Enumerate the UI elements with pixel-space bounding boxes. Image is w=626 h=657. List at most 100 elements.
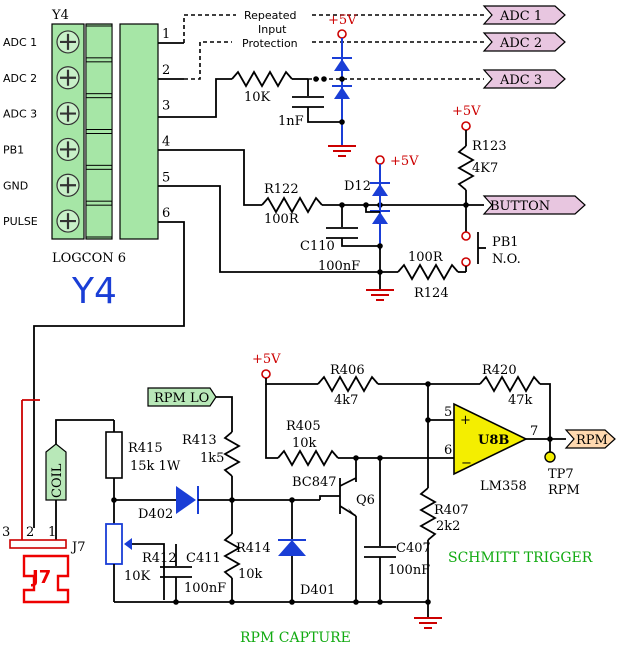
j7-pin2: 2 [26, 525, 34, 540]
r413-value: 1k5 [200, 451, 224, 466]
note-line1: Repeated [244, 9, 296, 22]
section-schmitt: SCHMITT TRIGGER [448, 550, 593, 566]
r414-label: R414 [236, 541, 271, 556]
c110-label: C110 [300, 239, 335, 254]
connector-pin-number: 5 [162, 170, 170, 185]
connector-pin-number: 6 [162, 206, 170, 221]
adc-ports: ADC 1 ADC 2 ADC 3 [482, 5, 566, 89]
j7-label: J7 [70, 540, 85, 555]
connector-pin-number: 3 [162, 99, 170, 114]
c407-label: C407 [396, 541, 431, 556]
screw-slot [60, 69, 76, 86]
c411-label: C411 [186, 551, 221, 566]
screw-slot [60, 141, 76, 158]
screw-slot [60, 213, 76, 230]
q6-label: Q6 [356, 493, 375, 508]
supply-5v-schmitt: +5V [252, 352, 281, 367]
port-button: BUTTON [490, 199, 550, 214]
opamp-minus: − [461, 456, 472, 471]
screw-slot [60, 33, 76, 50]
connector-pin-cell [85, 25, 113, 59]
port-adc3: ADC 3 [499, 73, 542, 88]
port-adc1: ADC 1 [499, 9, 542, 24]
r413-label: R413 [182, 433, 217, 448]
connector-pin-number: 4 [162, 134, 170, 149]
transistor-q6: BC847 Q6 [292, 458, 375, 602]
r406-label: R406 [330, 363, 365, 378]
r122-label: R122 [264, 182, 299, 197]
connector-pin-label: GND [3, 179, 28, 192]
r124-value: 100R [408, 250, 444, 265]
port-rpm: RPM [576, 433, 608, 448]
pulse-wire [33, 221, 185, 528]
connector-pin-cell [85, 168, 113, 202]
pin6-label: 6 [444, 443, 452, 458]
connector-ref: Y4 [51, 8, 69, 23]
d12-label: D12 [344, 179, 371, 194]
connector-big-label: Y4 [71, 271, 117, 312]
j7-connector: COIL 3 2 1 J7 J7 [2, 399, 85, 604]
r122-value: 100R [264, 212, 300, 227]
r123-value: 4K7 [472, 161, 498, 176]
r407-label: R407 [434, 503, 469, 518]
connector-pin-number: 1 [162, 27, 170, 42]
connector-name: LOGCON 6 [52, 251, 126, 266]
screw-slot [60, 105, 76, 122]
connector-pin-label: ADC 3 [3, 108, 37, 121]
r415-value: 15k 1W [130, 459, 181, 474]
r-10k-label: 10K [244, 90, 271, 105]
r414-value: 10k [238, 567, 263, 582]
supply-5v-d12: +5V [390, 154, 419, 169]
r407-value: 2k2 [436, 519, 460, 534]
top-wiring: 10K 1nF [158, 14, 484, 129]
connector-pin-label: PB1 [3, 143, 24, 156]
port-coil: COIL [50, 463, 65, 498]
pin7-label: 7 [530, 424, 538, 439]
connector-pin-cell [85, 133, 113, 166]
j7-pin1: 1 [48, 525, 56, 540]
d402-label: D402 [138, 507, 173, 522]
pin5-label: 5 [444, 405, 452, 420]
d401-label: D401 [300, 583, 335, 598]
note-line3: Protection [242, 37, 298, 50]
r124-label: R124 [414, 286, 449, 301]
protection-note: Repeated Input Protection [242, 9, 298, 50]
connector-pin-label: ADC 1 [3, 36, 37, 49]
r405-value: 10k [292, 436, 317, 451]
pb1-type: N.O. [492, 252, 521, 267]
port-adc2: ADC 2 [499, 36, 542, 51]
bc847-label: BC847 [292, 475, 337, 490]
r123-label: R123 [472, 139, 507, 154]
note-line2: Input [258, 23, 287, 36]
j7-pin3: 3 [2, 525, 10, 540]
supply-5v-adc: +5V [328, 13, 357, 28]
tp7-rpm: RPM [548, 483, 580, 498]
connector-pin-cell [85, 204, 113, 238]
u8b-label: U8B [478, 433, 509, 448]
c-1nf-label: 1nF [278, 114, 304, 129]
connector-pin-cell [85, 97, 113, 130]
screw-slot [60, 177, 76, 194]
c411-value: 100nF [184, 581, 226, 596]
opamp-plus: + [460, 413, 471, 428]
button-section: R122 100R C110 100nF +5V D12 [158, 104, 586, 301]
r420-label: R420 [482, 363, 517, 378]
port-rpm-lo: RPM LO [154, 391, 209, 406]
r420-value: 47k [508, 393, 533, 408]
adc-protection-diodes: +5V [328, 13, 357, 157]
r405-label: R405 [286, 419, 321, 434]
rpm-capture: RPM LO R413 1k5 D402 D401 R414 10k R415 … [55, 387, 428, 646]
r406-value: 4k7 [334, 393, 358, 408]
section-rpm-capture: RPM CAPTURE [240, 630, 351, 646]
u8b-part: LM358 [480, 479, 527, 494]
connector-pin-label: PULSE [3, 215, 38, 228]
schmitt-trigger: +5V R406 4k7 R420 47k R405 10k + − U8B L… [252, 352, 616, 629]
connector-pin-label: ADC 2 [3, 72, 37, 85]
tp7-label: TP7 [548, 467, 574, 482]
r415-label: R415 [128, 441, 163, 456]
connector-pin-number: 2 [162, 63, 170, 78]
c110-value: 100nF [318, 259, 360, 274]
j7-logo: J7 [30, 567, 51, 588]
